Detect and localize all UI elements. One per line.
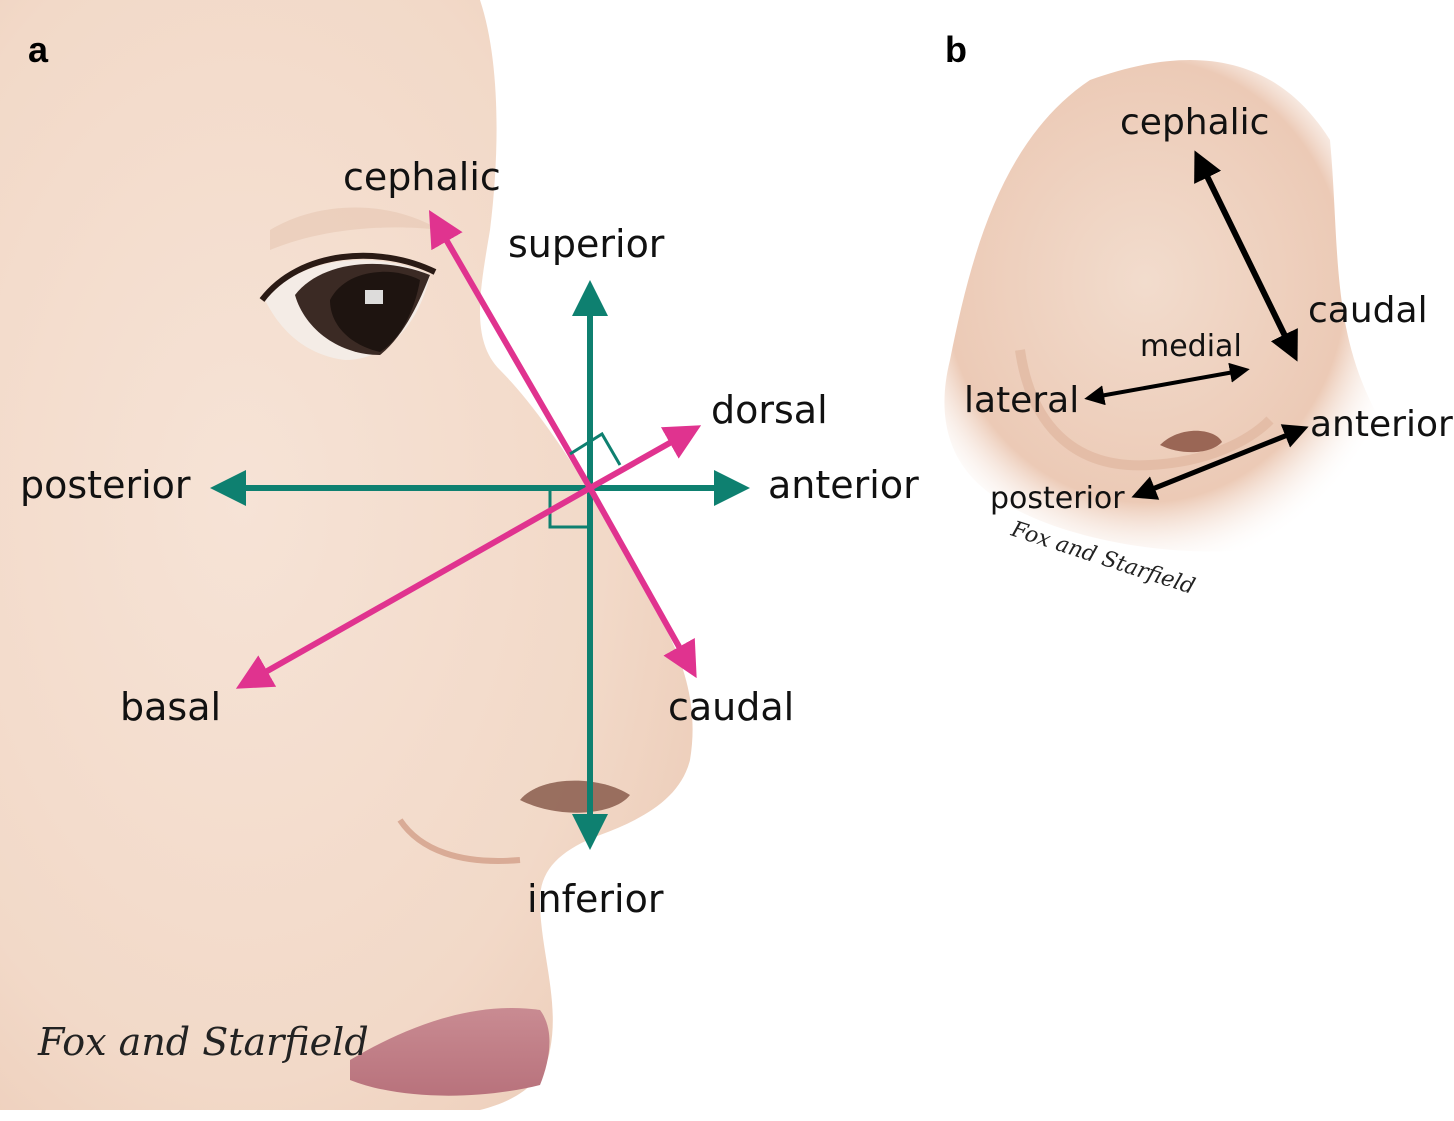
lips [350,1008,550,1096]
panel-b: b cephalic caudal medial lateral anterio… [944,29,1453,600]
anterior-posterior-arrow [1131,424,1309,500]
label-basal: basal [120,685,221,729]
brow-shadow [270,207,440,250]
label-b-cephalic: cephalic [1120,102,1269,143]
right-angle-marker-teal [548,490,588,529]
panel-a: a cephalic superior dorsal posterior ant… [0,0,919,1110]
nostril [520,780,630,813]
label-inferior: inferior [527,877,664,921]
label-b-lateral: lateral [964,380,1079,421]
right-angle-marker-pink [569,431,622,466]
panel-a-letter: a [28,29,49,70]
label-b-caudal: caudal [1308,290,1428,331]
face-profile [0,0,693,1110]
label-anterior: anterior [768,463,919,507]
caudal-arrow [587,486,697,679]
cardinal-axes [210,280,750,850]
alar-crease [397,818,521,864]
label-cephalic: cephalic [343,155,501,199]
eye [259,252,437,360]
oblique-axes [235,210,702,689]
medial-lateral-arrow [1084,362,1250,406]
label-dorsal: dorsal [711,388,828,432]
dorsal-arrow [588,425,702,491]
label-b-posterior: posterior [990,481,1125,516]
cephalic-caudal-arrow [1194,150,1298,362]
panel-b-letter: b [945,29,967,70]
signature-a: Fox and Starfield [37,1020,369,1064]
label-posterior: posterior [20,463,191,507]
label-b-medial: medial [1140,329,1242,364]
label-caudal: caudal [668,685,794,729]
cephalic-arrow [428,210,593,490]
label-superior: superior [508,222,665,266]
basal-arrow [235,485,592,689]
label-b-anterior: anterior [1310,404,1453,445]
